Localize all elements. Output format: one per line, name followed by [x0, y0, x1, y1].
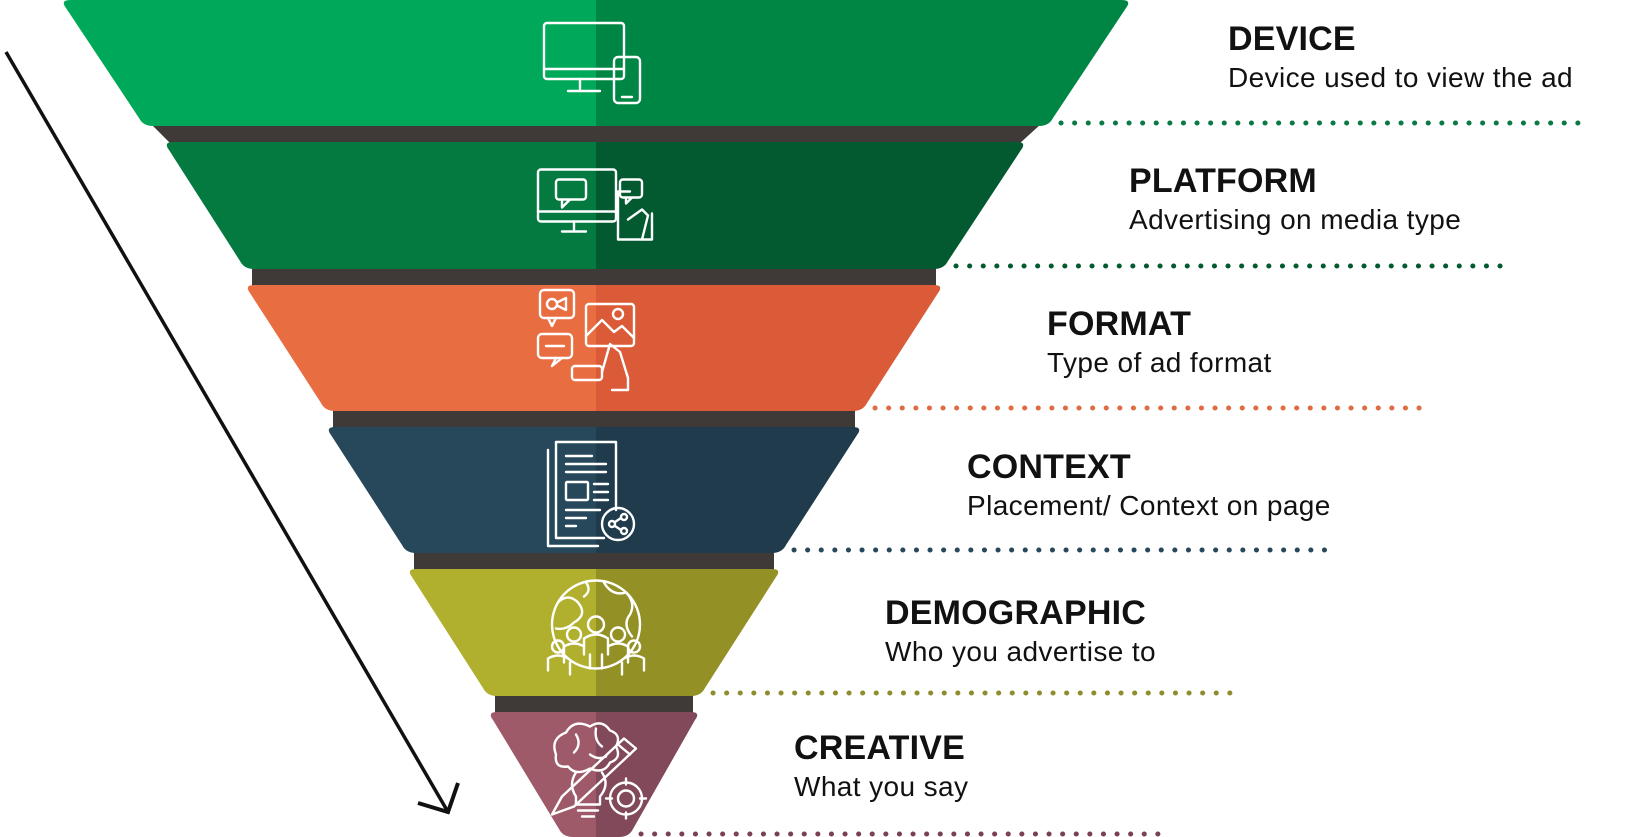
funnel-band-demographic-left	[409, 569, 596, 696]
level-title-format: FORMAT	[1047, 305, 1192, 343]
funnel-band-format-left	[247, 285, 596, 411]
level-title-demographic: DEMOGRAPHIC	[885, 594, 1146, 632]
globe-people-icon	[546, 579, 646, 676]
document-share-icon	[546, 440, 636, 548]
monitor-chat-icon	[536, 168, 654, 241]
funnel-band-platform-left	[166, 142, 596, 269]
funnel-band-format-right	[596, 285, 941, 411]
level-description-device: Device used to view the ad	[1228, 62, 1574, 93]
level-title-context: CONTEXT	[967, 448, 1131, 486]
brain-pencil-icon	[550, 722, 648, 820]
funnel-connector	[495, 694, 693, 714]
funnel-connector	[333, 409, 855, 429]
media-formats-icon	[536, 288, 636, 392]
funnel-connector	[151, 124, 1041, 144]
level-title-device: DEVICE	[1228, 20, 1356, 58]
level-icons	[536, 21, 654, 820]
level-title-creative: CREATIVE	[794, 729, 965, 767]
funnel-band-device-right	[596, 0, 1129, 126]
level-description-platform: Advertising on media type	[1129, 204, 1462, 235]
funnel-band-context-left	[328, 427, 596, 553]
direction-arrow	[4, 51, 460, 815]
funnel-connectors	[151, 124, 1041, 714]
level-description-format: Type of ad format	[1047, 347, 1272, 378]
funnel-band-demographic-right	[596, 569, 779, 696]
funnel-connector	[252, 267, 936, 287]
funnel-band-context-right	[596, 427, 860, 553]
level-description-demographic: Who you advertise to	[885, 636, 1157, 667]
funnel-band-creative-left	[490, 712, 596, 837]
level-description-creative: What you say	[794, 771, 969, 802]
funnel-band-platform-right	[596, 142, 1024, 269]
leader-dot-lines	[638, 120, 1593, 837]
funnel-band-device-left	[63, 0, 596, 126]
level-description-context: Placement/ Context on page	[967, 490, 1331, 521]
devices-icon	[542, 21, 642, 105]
funnel-bands	[63, 0, 1129, 837]
funnel-connector	[414, 551, 774, 571]
level-title-platform: PLATFORM	[1129, 162, 1317, 200]
